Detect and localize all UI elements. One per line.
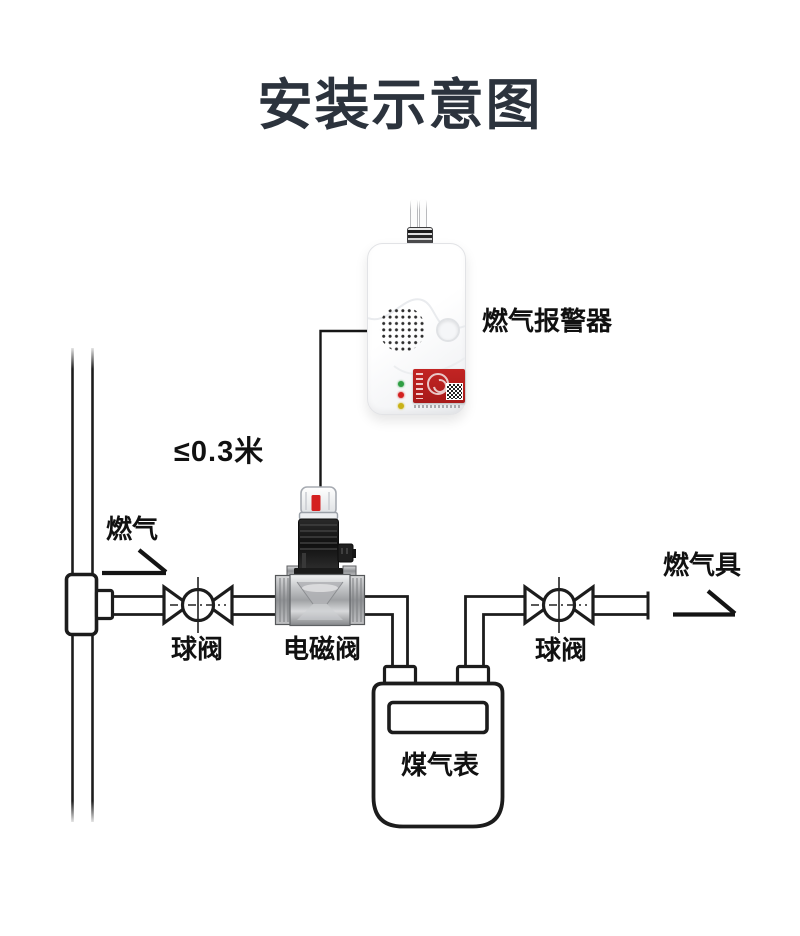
speaker-grille [379, 306, 425, 352]
ball-valve-right-label: 球阀 [535, 635, 588, 665]
gas-alarm-label: 燃气报警器 [482, 306, 613, 336]
tee-outlet-connector [94, 588, 115, 621]
vertical-gas-pipe [71, 348, 94, 822]
qr-code [446, 383, 463, 400]
ball-valve-right-symbol [523, 577, 595, 633]
gas-flow-arrow-left [102, 548, 168, 576]
gas-flow-arrow-right [673, 589, 737, 617]
meter-outlet-stub [455, 664, 491, 686]
certification-sticker [413, 369, 465, 403]
sticker-text-bars [416, 373, 423, 399]
solenoid-cable-connector [337, 543, 354, 563]
ball-valve-left-symbol [162, 577, 234, 633]
power-led-green [398, 381, 404, 387]
gas-inlet-label: 燃气 [106, 514, 159, 544]
serial-number-line [414, 405, 462, 408]
power-cord-fade [407, 197, 433, 210]
control-wire [319, 329, 368, 490]
meter-display-window [387, 700, 489, 735]
horizontal-pipe-runs [113, 595, 648, 667]
solenoid-valve-label: 电磁阀 [283, 634, 362, 664]
gas-meter-symbol [371, 681, 505, 829]
gas-appliance-label: 燃气具 [663, 550, 742, 580]
max-distance-label: ≤0.3米 [174, 436, 265, 468]
test-button [436, 318, 460, 342]
meter-inlet-stub [382, 664, 418, 686]
alarm-led-red [398, 392, 404, 398]
tee-fitting [64, 572, 99, 637]
fault-led-yellow [398, 403, 404, 409]
solenoid-valve-graphic [274, 486, 366, 627]
ball-valve-left-label: 球阀 [171, 634, 224, 664]
page-title: 安装示意图 [257, 74, 543, 136]
gas-alarm-device [367, 243, 466, 415]
gas-meter-label: 煤气表 [401, 750, 480, 780]
